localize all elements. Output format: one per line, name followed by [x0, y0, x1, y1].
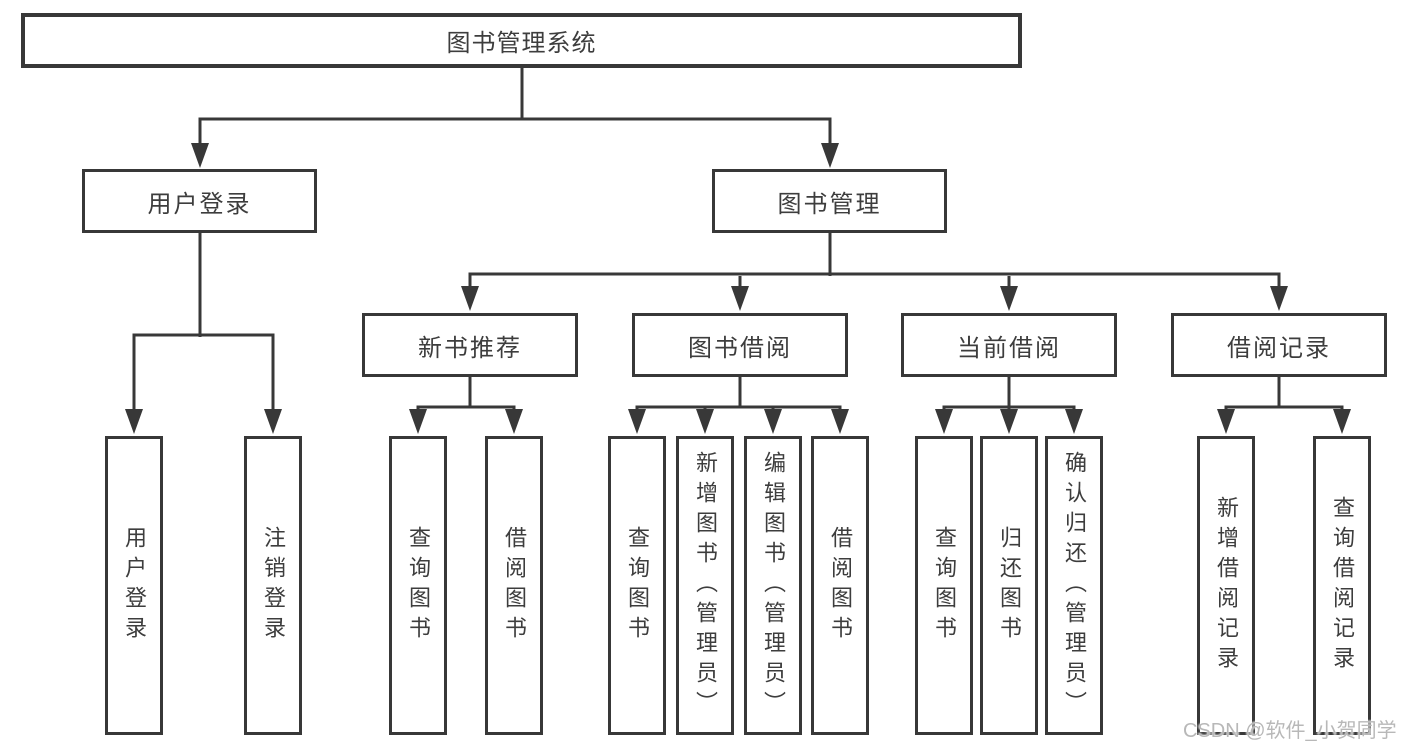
- node-book-management: 图书管理: [712, 169, 947, 233]
- leaf-query-borrow-record: 查询借阅记录: [1313, 436, 1371, 735]
- node-user-login: 用户登录: [82, 169, 317, 233]
- leaf-add-book-admin: 新增图书（管理员）: [676, 436, 734, 735]
- node-new-book-recommendation: 新书推荐: [362, 313, 578, 377]
- leaf-confirm-return-admin: 确认归还（管理员）: [1045, 436, 1103, 735]
- node-library-management-system: 图书管理系统: [21, 13, 1022, 68]
- leaf-borrow-books-recommend: 借阅图书: [485, 436, 543, 735]
- leaf-user-login: 用户登录: [105, 436, 163, 735]
- node-current-borrowing: 当前借阅: [901, 313, 1117, 377]
- watermark: CSDN @软件_小贺同学: [1183, 720, 1397, 742]
- leaf-logout: 注销登录: [244, 436, 302, 735]
- leaf-add-borrow-record: 新增借阅记录: [1197, 436, 1255, 735]
- leaf-edit-book-admin: 编辑图书（管理员）: [744, 436, 802, 735]
- leaf-return-books: 归还图书: [980, 436, 1038, 735]
- leaf-query-books-current: 查询图书: [915, 436, 973, 735]
- leaf-query-books-recommend: 查询图书: [389, 436, 447, 735]
- leaf-query-books-borrowing: 查询图书: [608, 436, 666, 735]
- leaf-borrow-books-borrowing: 借阅图书: [811, 436, 869, 735]
- node-borrowing-records: 借阅记录: [1171, 313, 1387, 377]
- arrow-heads: [125, 143, 1351, 434]
- node-book-borrowing: 图书借阅: [632, 313, 848, 377]
